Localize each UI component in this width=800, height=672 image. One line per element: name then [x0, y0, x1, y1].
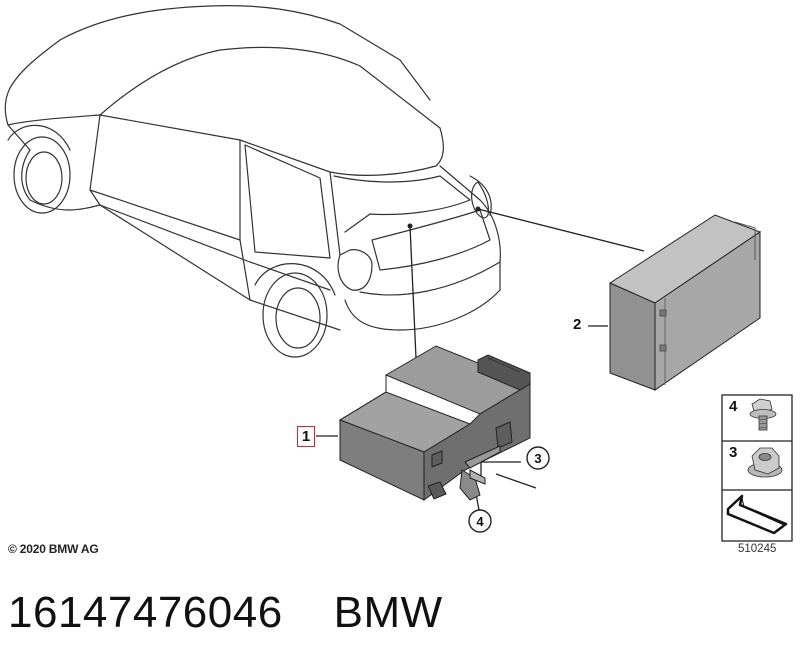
callout-circle-4: 4	[476, 514, 484, 529]
copyright-notice: © 2020 BMW AG	[8, 542, 99, 556]
legend-item-4-number: 4	[729, 398, 738, 415]
callout-circle-3: 3	[534, 451, 541, 466]
callout-part-1: 1	[297, 426, 315, 447]
car-outline	[4, 5, 501, 358]
direction-arrow-icon	[726, 494, 788, 535]
flange-bolt-icon	[749, 398, 777, 431]
diagram-code: 510245	[738, 543, 777, 555]
control-unit-1	[338, 345, 532, 501]
legend-item-3-number: 3	[729, 444, 738, 461]
part-number: 16147476046	[8, 588, 283, 637]
leader-dots	[407, 206, 481, 229]
caption-separator	[283, 588, 334, 637]
callout-part-2: 2	[573, 316, 582, 333]
brand-name: BMW	[333, 588, 443, 637]
control-module-2	[608, 214, 762, 391]
callout-circles	[468, 446, 550, 533]
caption: 16147476046 BMW	[8, 588, 443, 638]
flange-nut-icon	[747, 447, 783, 478]
